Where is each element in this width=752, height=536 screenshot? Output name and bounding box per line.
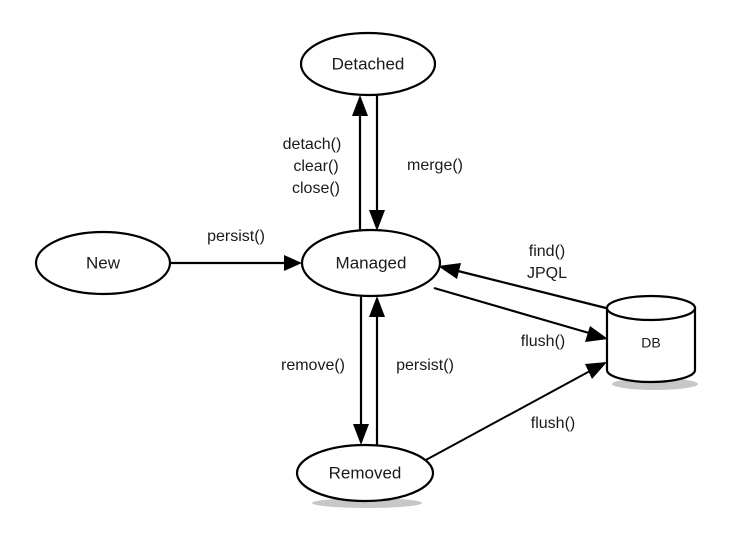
node-db-cylinder-body[interactable] <box>605 306 697 384</box>
edge-label-clear: clear() <box>293 158 338 175</box>
edge-new-to-managed <box>171 255 302 271</box>
edge-line-managed-db <box>433 286 590 335</box>
edge-label-find: find() <box>529 243 565 260</box>
edge-label-persist-new: persist() <box>207 228 265 245</box>
edge-managed-to-db <box>433 286 608 342</box>
edge-managed-to-detached <box>352 95 368 231</box>
arrow-head-managed-detached <box>352 95 368 116</box>
arrow-head-managed-db <box>585 326 608 342</box>
arrow-head-new-managed <box>284 255 302 271</box>
edge-line-db-managed <box>457 269 611 311</box>
node-db-cylinder-top <box>605 294 697 322</box>
node-managed[interactable]: Managed <box>300 228 442 298</box>
node-db[interactable]: DB <box>605 294 698 390</box>
edge-line-removed-db <box>423 370 591 462</box>
edge-removed-to-managed <box>369 296 385 447</box>
node-detached[interactable]: Detached <box>299 31 437 97</box>
node-new[interactable]: New <box>34 230 172 296</box>
node-managed-label: Managed <box>336 253 407 272</box>
arrow-head-removed-db <box>585 362 607 379</box>
edge-removed-to-db <box>423 362 607 462</box>
edge-label-remove: remove() <box>281 357 345 374</box>
node-detached-label: Detached <box>332 54 405 73</box>
edge-label-close: close() <box>292 180 340 197</box>
node-new-ellipse[interactable] <box>34 230 172 296</box>
node-removed-shadow <box>312 498 422 508</box>
edge-managed-to-removed <box>353 296 369 445</box>
edge-label-detach: detach() <box>283 136 342 153</box>
edge-detached-to-managed <box>369 94 385 231</box>
arrow-head-removed-managed <box>369 296 385 317</box>
edge-label-flush-managed: flush() <box>521 333 565 350</box>
edge-db-to-managed <box>438 263 611 311</box>
edge-label-merge: merge() <box>407 157 463 174</box>
node-removed[interactable]: Removed <box>295 443 435 508</box>
node-removed-label: Removed <box>329 463 402 482</box>
arrow-head-detached-managed <box>369 210 385 231</box>
arrow-head-managed-removed <box>353 424 369 445</box>
edge-label-jpql: JPQL <box>527 265 567 282</box>
arrow-head-db-managed <box>438 263 461 279</box>
node-db-label: DB <box>641 335 660 351</box>
edge-label-persist-removed: persist() <box>396 357 454 374</box>
node-detached-ellipse[interactable] <box>299 31 437 97</box>
node-managed-ellipse[interactable] <box>300 228 442 298</box>
edge-label-flush-removed: flush() <box>531 415 575 432</box>
node-removed-ellipse[interactable] <box>295 443 435 503</box>
node-new-label: New <box>86 253 121 272</box>
